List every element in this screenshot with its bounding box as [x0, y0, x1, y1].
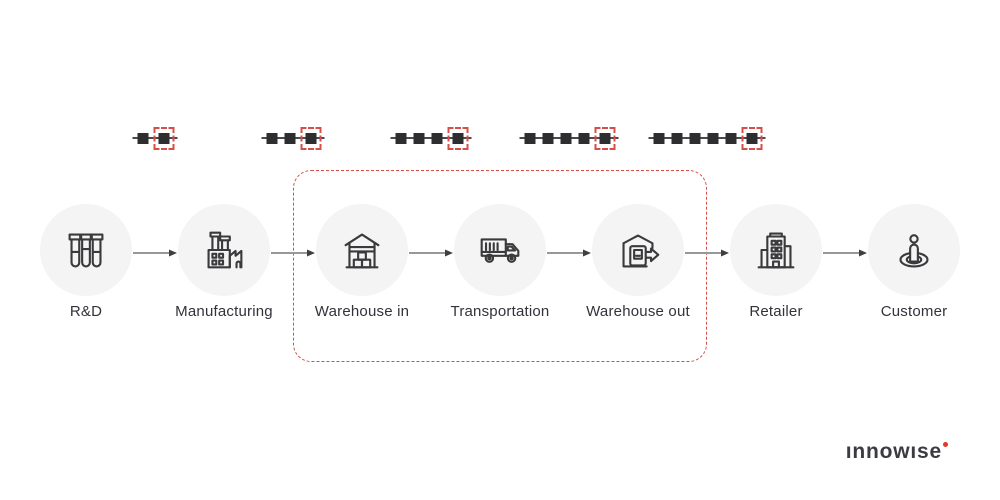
innowise-logo: ınnowıse [846, 440, 948, 464]
stage-circle-transportation [454, 204, 546, 296]
new-block-highlight [300, 126, 322, 150]
chain-block [653, 132, 665, 144]
stage-label: Customer [880, 303, 948, 320]
chain-block [707, 132, 719, 144]
stage-label: Warehouse out [586, 303, 690, 320]
stage-circle-warehouse-in [316, 204, 408, 296]
chain-block [305, 132, 317, 144]
stage-circle-warehouse-out [592, 204, 684, 296]
chain-block [452, 132, 464, 144]
customer-icon [887, 223, 941, 277]
chain-block [413, 132, 425, 144]
chain-block [524, 132, 536, 144]
new-block-highlight [447, 126, 469, 150]
arrow-icon [546, 245, 592, 263]
warehouse-out-icon [611, 223, 665, 277]
highlight-group-outline [293, 170, 707, 362]
stage-label: Manufacturing [175, 303, 273, 320]
truck-icon [473, 223, 527, 277]
chain-block [725, 132, 737, 144]
arrow-icon [822, 245, 868, 263]
factory-icon [197, 223, 251, 277]
stage-label: Transportation [450, 303, 550, 320]
arrow-icon [684, 245, 730, 263]
stage-circle-retailer [730, 204, 822, 296]
new-block-highlight [741, 126, 763, 150]
new-block-highlight [153, 126, 175, 150]
chain-block [431, 132, 443, 144]
retailer-building-icon [749, 223, 803, 277]
blockchain-chain [132, 126, 178, 150]
logo-text: ınnowıse [845, 440, 942, 463]
chain-block [578, 132, 590, 144]
logo-dot [943, 442, 948, 447]
arrow-icon [270, 245, 316, 263]
chain-block [137, 132, 149, 144]
chain-block [746, 132, 758, 144]
chain-block [158, 132, 170, 144]
chain-block [266, 132, 278, 144]
chain-block [689, 132, 701, 144]
chain-block [671, 132, 683, 144]
chain-block [560, 132, 572, 144]
stage-label: Retailer [749, 303, 803, 320]
stage-label: R&D [69, 303, 103, 320]
warehouse-in-icon [335, 223, 389, 277]
stage-label: Warehouse in [314, 303, 410, 320]
stage-circle-customer [868, 204, 960, 296]
arrow-icon [408, 245, 454, 263]
blockchain-chain [648, 126, 766, 150]
test-tubes-icon [59, 223, 113, 277]
blockchain-chain [390, 126, 472, 150]
chain-block [599, 132, 611, 144]
chain-block [395, 132, 407, 144]
stage-circle-r-d [40, 204, 132, 296]
blockchain-chain [261, 126, 325, 150]
arrow-icon [132, 245, 178, 263]
chain-block [284, 132, 296, 144]
stage-circle-manufacturing [178, 204, 270, 296]
chain-block [542, 132, 554, 144]
blockchain-chain [519, 126, 619, 150]
new-block-highlight [594, 126, 616, 150]
